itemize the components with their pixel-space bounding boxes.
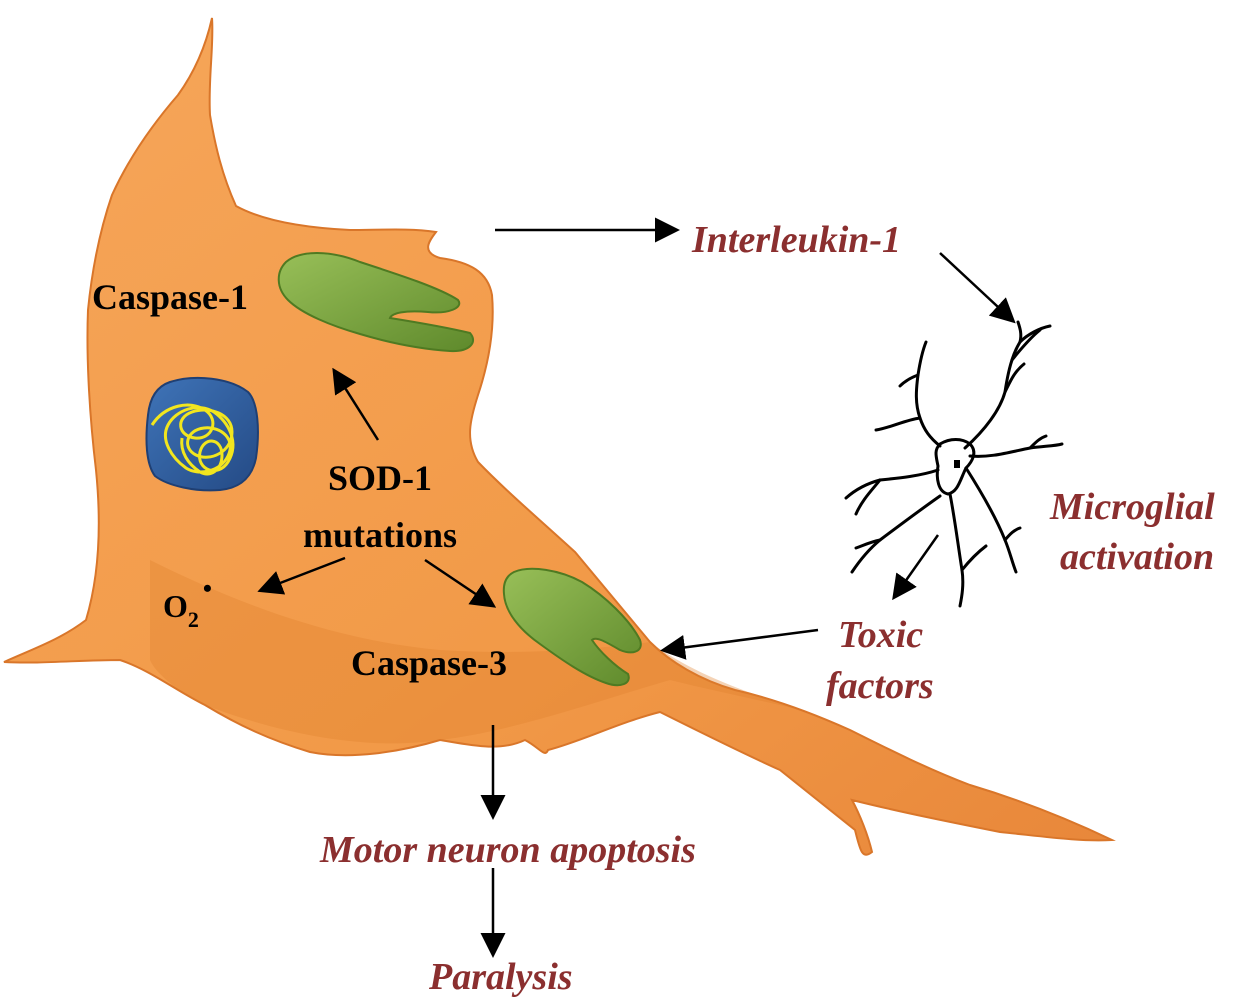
caspase-1-enzyme [277,252,475,353]
superoxide-subscript: 2 [187,607,199,632]
arrow-interleukin-to-microglia [939,252,1016,324]
chromatin-tangle [150,403,235,476]
motor-neuron-cell-body [3,17,1116,856]
interleukin-1-label: Interleukin-1 [692,219,902,261]
caspase-3-enzyme [502,567,642,687]
arrow-toxic-factors-to-caspase-3 [660,628,819,660]
paralysis-label: Paralysis [429,956,573,998]
caspase-1-label: Caspase-1 [92,277,249,317]
microglial-activation-label-line1: Microglial [1050,486,1215,528]
nucleus [145,376,259,492]
cell-body-shading [150,560,800,744]
radical-dot: • [202,574,212,603]
superoxide-symbol: O [163,588,188,624]
superoxide-radical-label: O2• [163,576,212,631]
toxic-factors-label-line1: Toxic [838,614,924,656]
motor-neuron-apoptosis-label: Motor neuron apoptosis [320,829,696,871]
caspase-3-label: Caspase-3 [351,643,508,683]
sod1-mutations-label-line2: mutations [302,515,458,555]
microglia-cell [844,320,1064,608]
arrow-sod1-to-superoxide [257,556,346,595]
arrow-sod1-to-caspase-3 [424,558,497,608]
microglial-activation-label-line2: activation [1060,536,1215,578]
arrow-microglia-to-toxic-factors [892,534,940,601]
toxic-factors-label-line2: factors [826,665,934,707]
sod1-mutations-label-line1: SOD-1 [327,458,432,498]
arrow-sod1-to-caspase-1 [332,367,380,441]
